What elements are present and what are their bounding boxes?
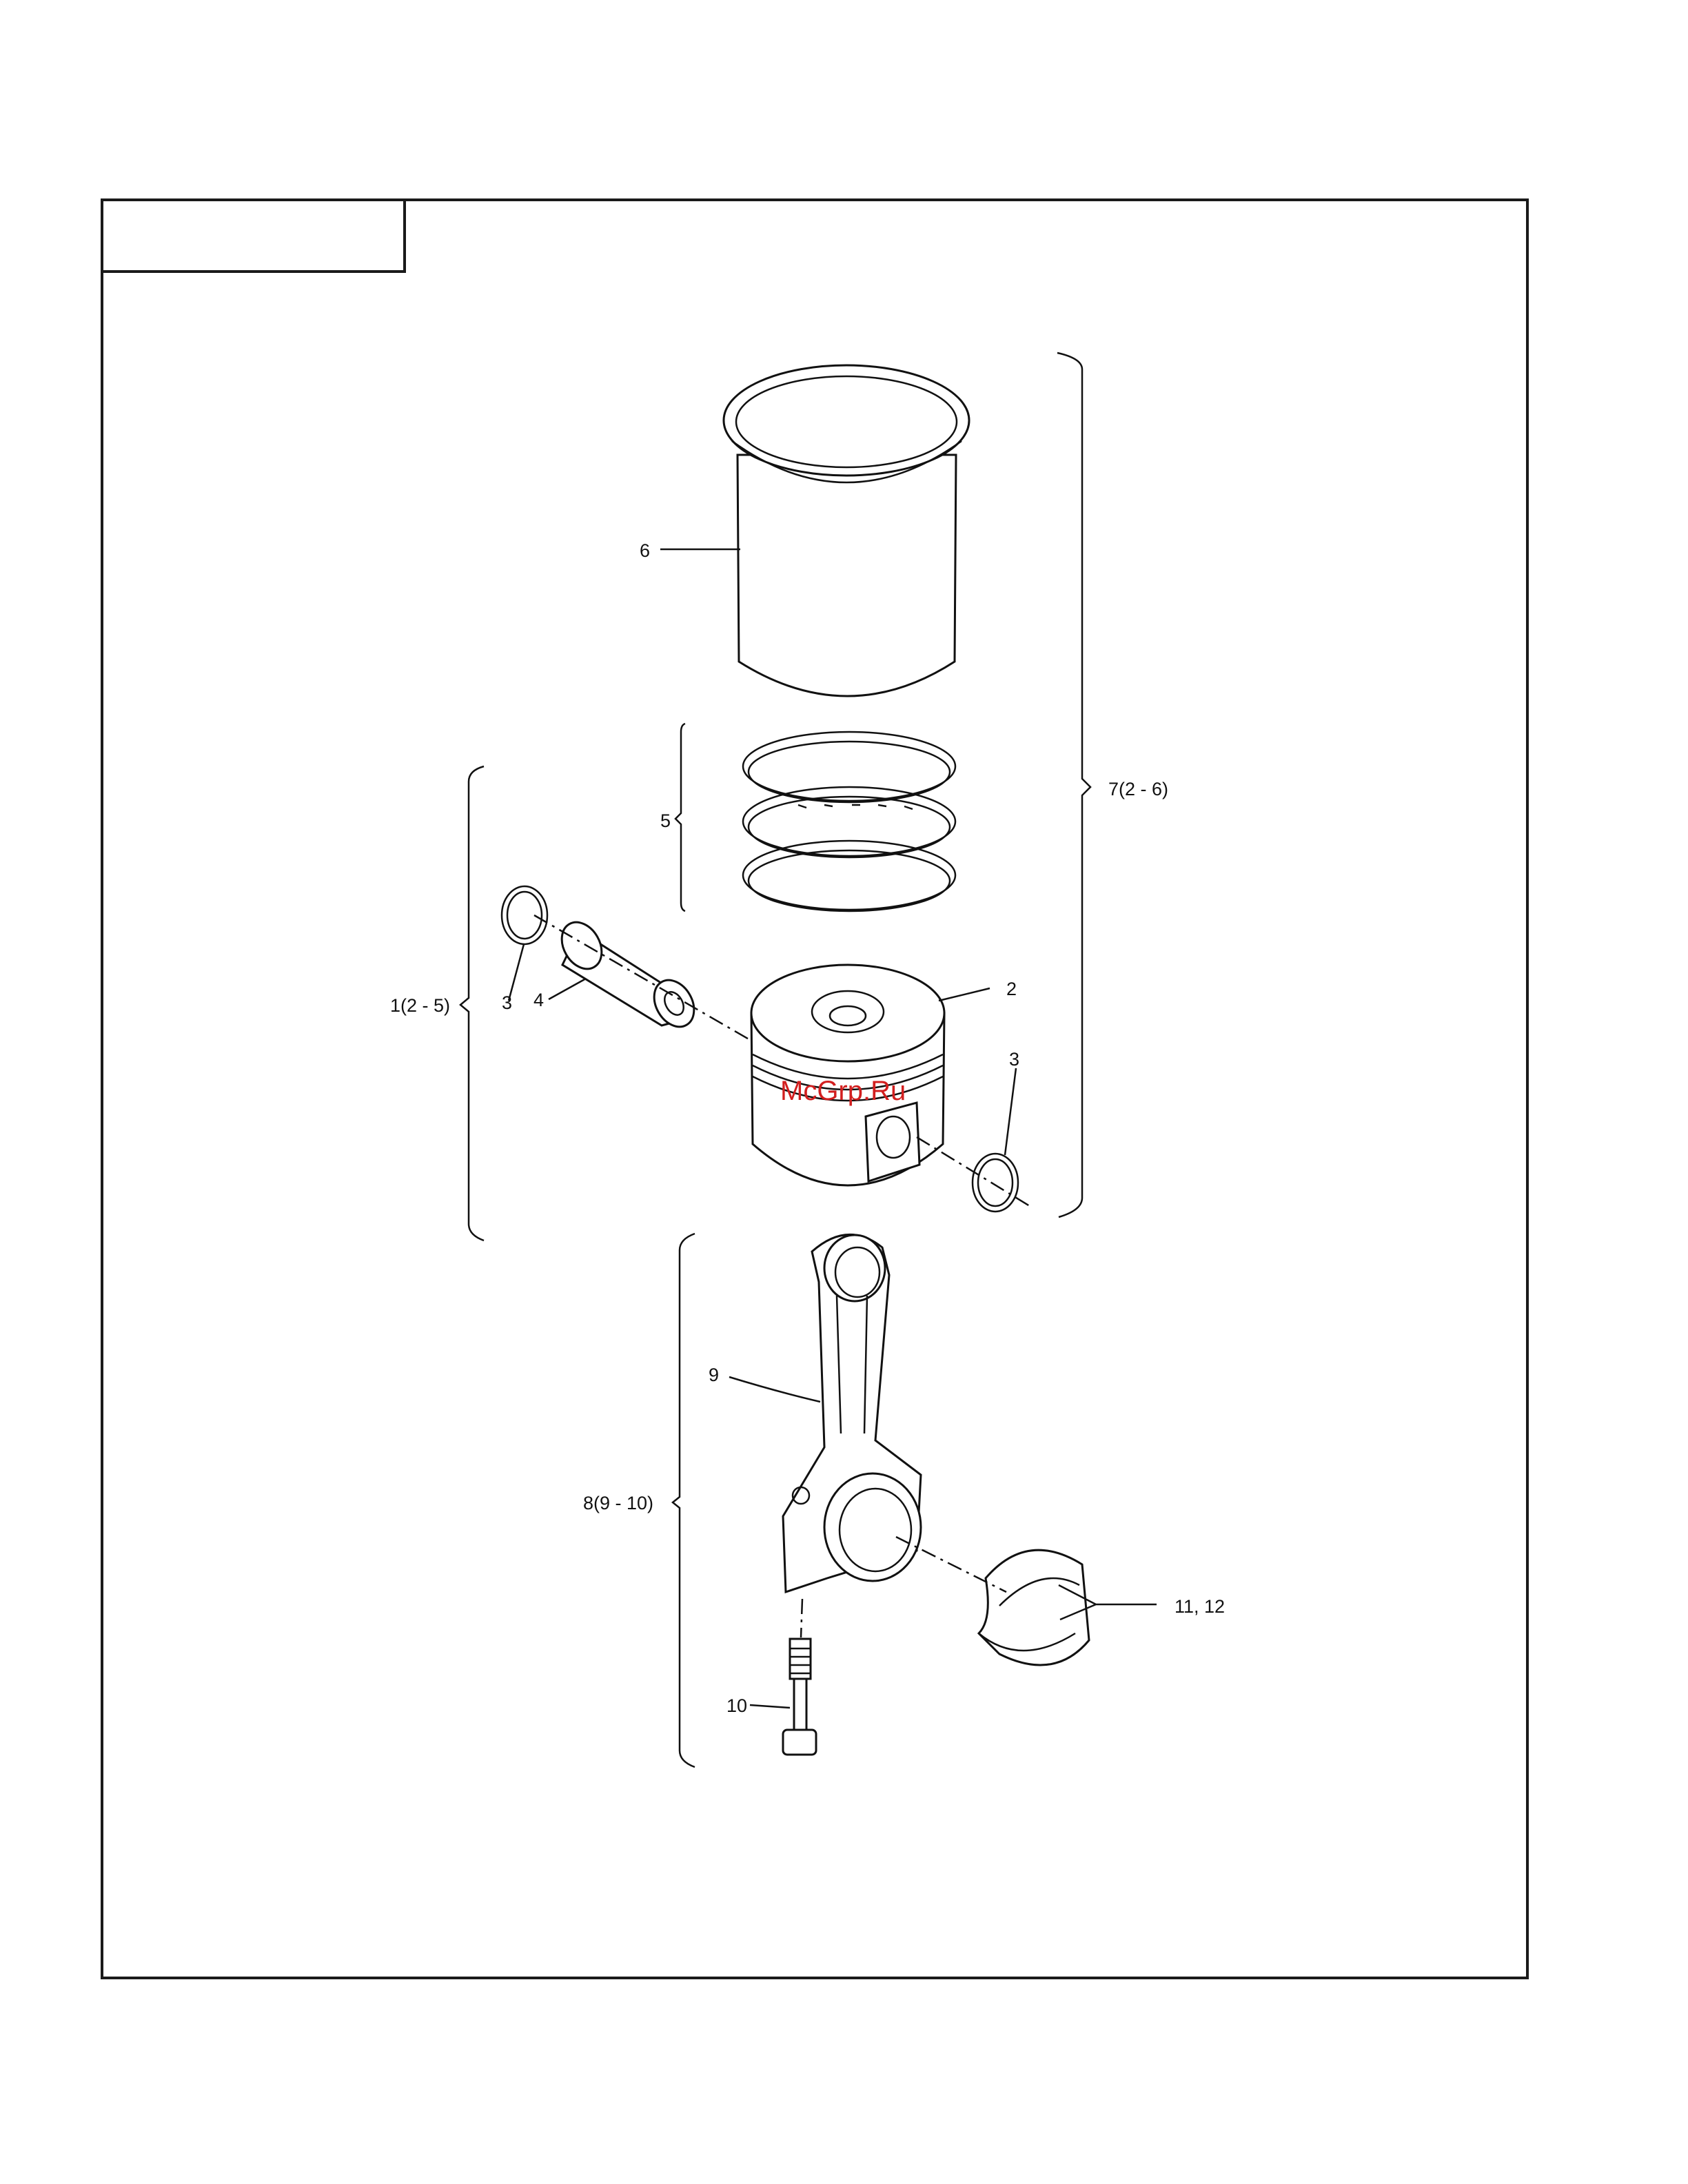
bracket-1 bbox=[460, 766, 484, 1241]
connecting-rod-bolt bbox=[783, 1639, 816, 1755]
snap-ring-left bbox=[502, 886, 547, 944]
callout-2: 2 bbox=[1006, 979, 1017, 999]
callout-1: 1(2 - 5) bbox=[390, 995, 450, 1016]
callout-10: 10 bbox=[726, 1695, 747, 1716]
callout-5: 5 bbox=[660, 810, 671, 831]
piston-pin bbox=[553, 915, 702, 1034]
callout-3-left: 3 bbox=[502, 992, 512, 1013]
callout-8: 8(9 - 10) bbox=[583, 1493, 653, 1513]
piston-rings bbox=[743, 732, 955, 911]
callout-6: 6 bbox=[640, 540, 650, 561]
bearing-shells bbox=[979, 1550, 1089, 1665]
callout-4: 4 bbox=[533, 990, 544, 1010]
callout-7: 7(2 - 6) bbox=[1108, 779, 1168, 799]
bracket-8 bbox=[673, 1234, 695, 1767]
callout-9: 9 bbox=[709, 1365, 719, 1385]
callout-3-right: 3 bbox=[1009, 1049, 1019, 1070]
bracket-7 bbox=[1057, 353, 1090, 1217]
watermark: McGrp.Ru bbox=[780, 1076, 906, 1106]
cylinder-liner bbox=[724, 365, 969, 696]
snap-ring-right bbox=[973, 1154, 1018, 1212]
bracket-5 bbox=[675, 724, 685, 911]
piston bbox=[751, 965, 944, 1185]
callout-11-12: 11, 12 bbox=[1175, 1596, 1225, 1617]
